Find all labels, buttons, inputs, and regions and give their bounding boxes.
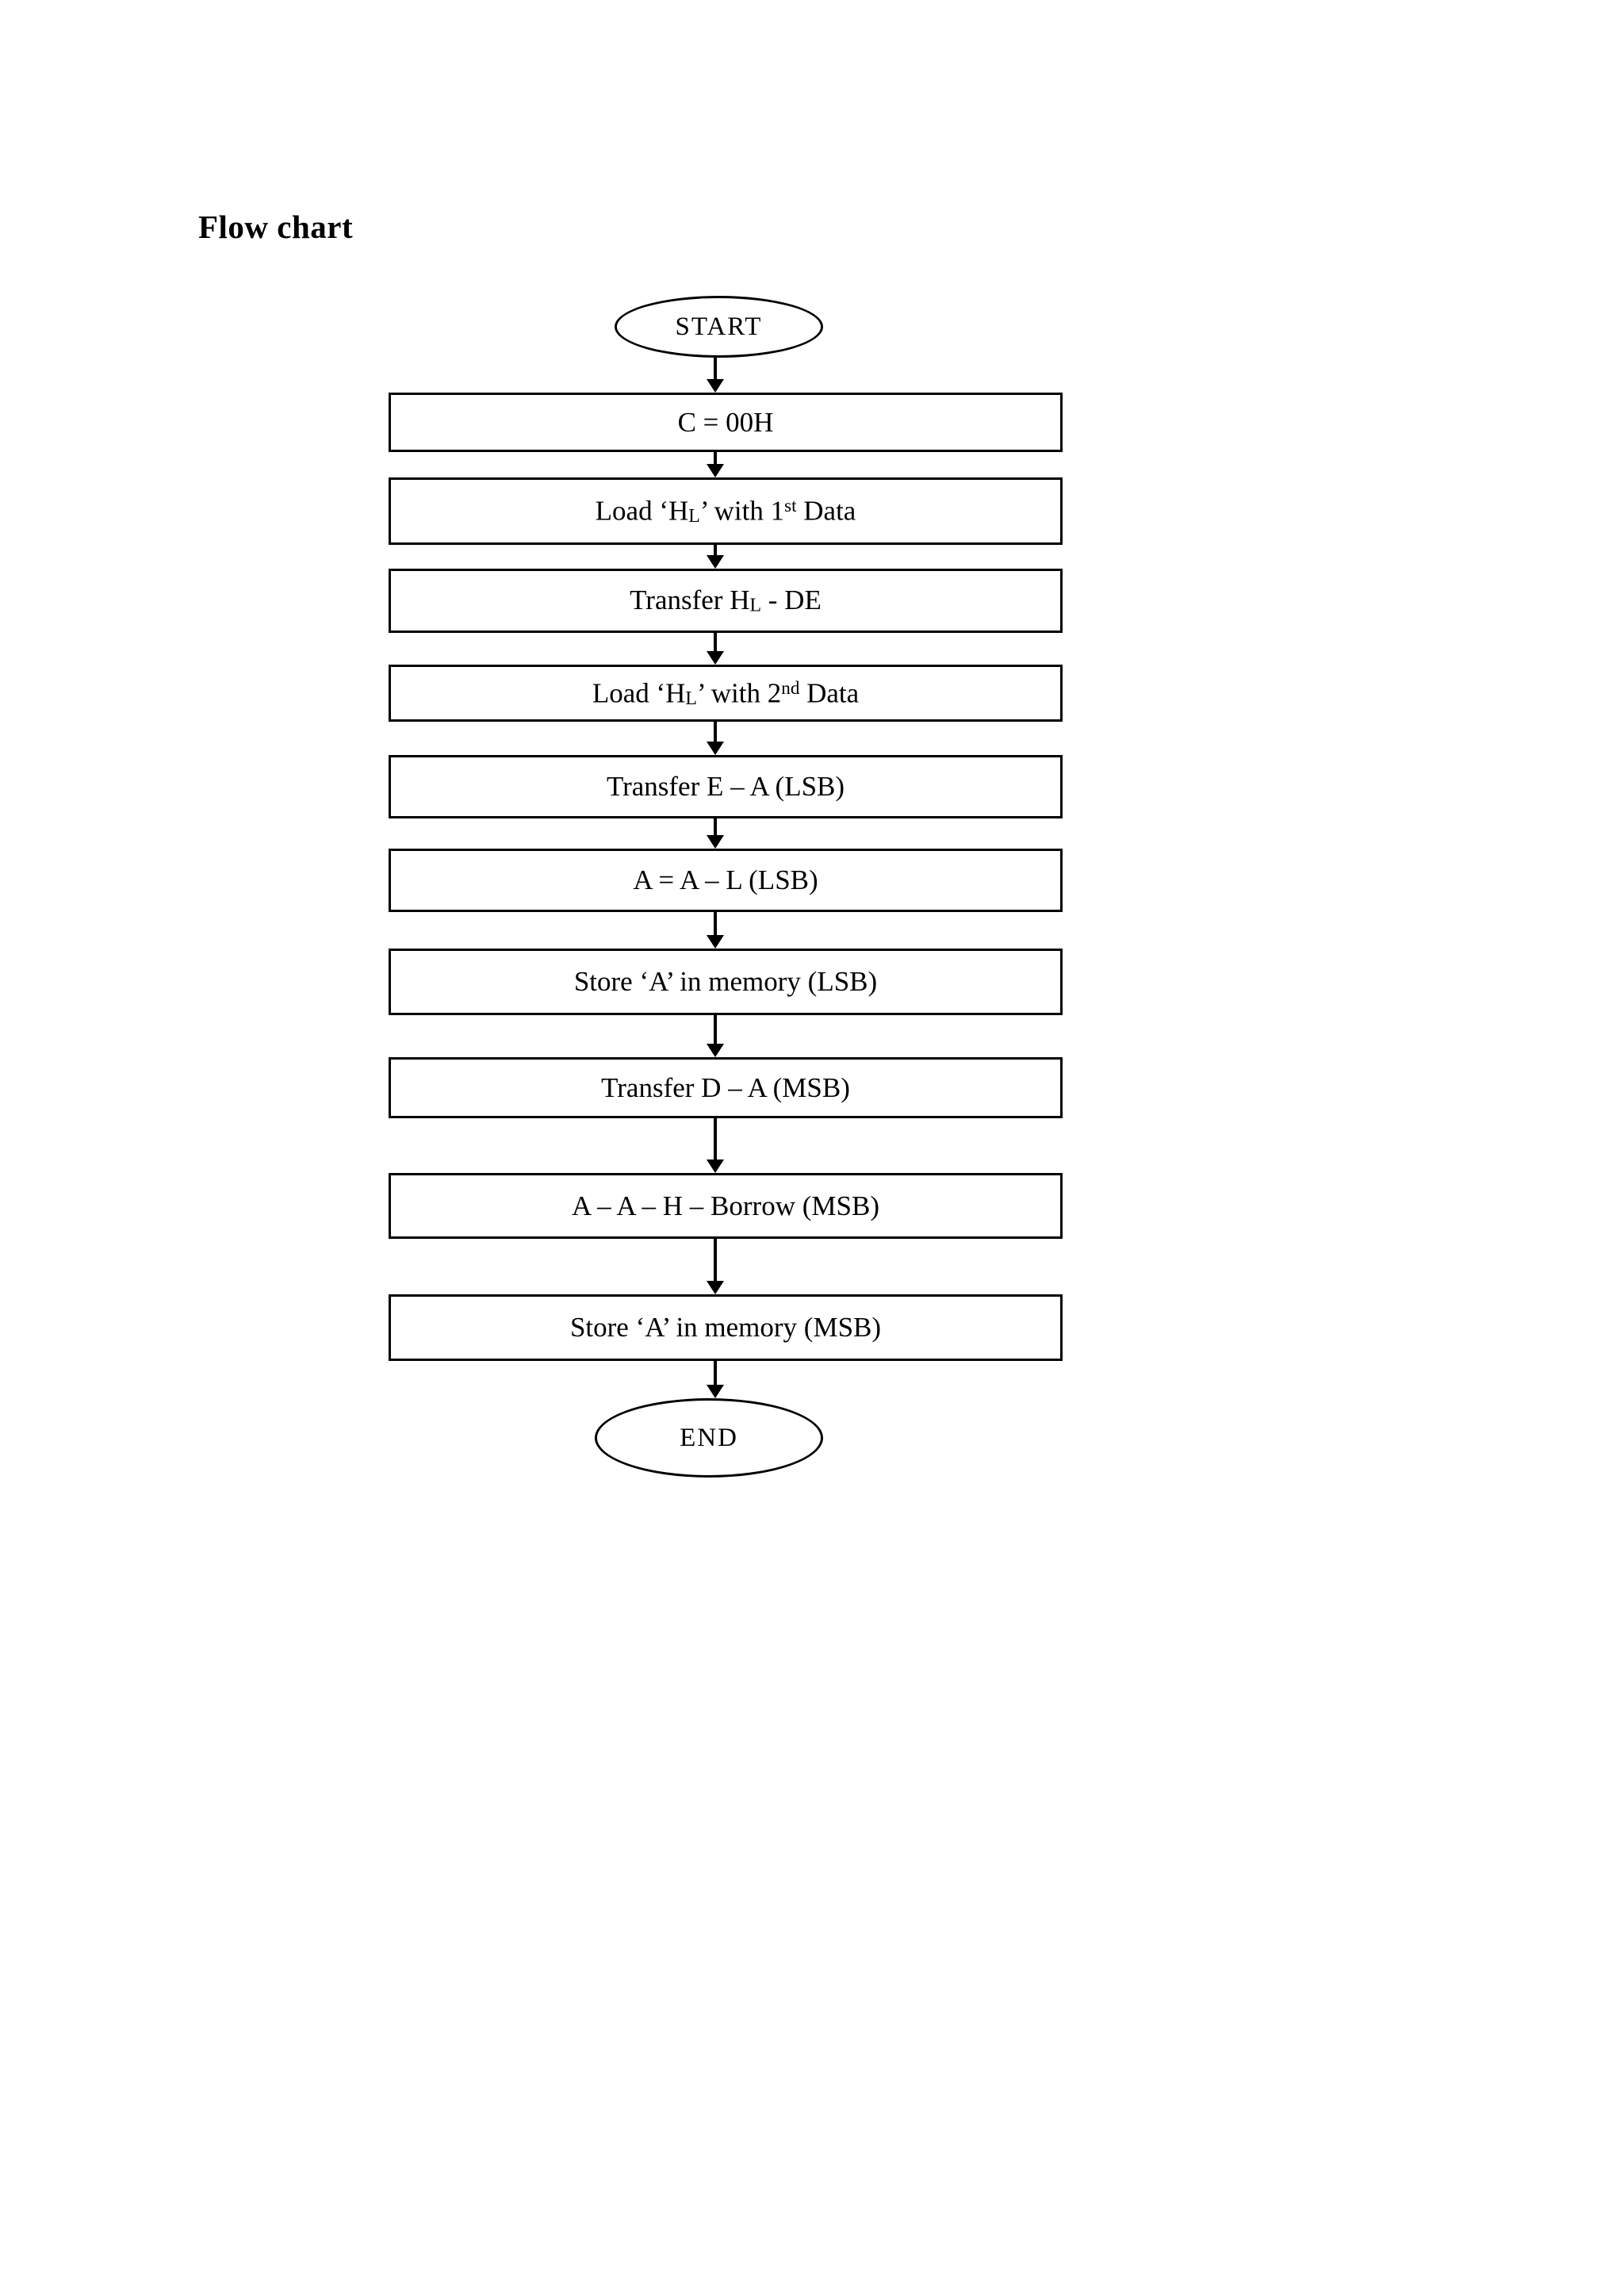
arrowhead-icon xyxy=(707,1044,724,1057)
process-label: C = 00H xyxy=(677,406,774,438)
process-label: Transfer D – A (MSB) xyxy=(601,1071,850,1103)
flow-arrow xyxy=(706,722,725,755)
text-segment-superscript: st xyxy=(784,495,797,516)
arrowhead-icon xyxy=(707,742,724,755)
process-box-load-hl-1st: Load ‘HL’ with 1st Data xyxy=(389,477,1063,545)
process-label: Store ‘A’ in memory (LSB) xyxy=(573,966,878,997)
flow-arrow xyxy=(706,1239,725,1294)
arrow-shaft xyxy=(714,452,717,466)
arrowhead-icon xyxy=(707,464,724,477)
flow-arrow xyxy=(706,912,725,949)
arrowhead-icon xyxy=(707,651,724,665)
process-label: A = A – L (LSB) xyxy=(633,864,818,895)
process-label: Store ‘A’ in memory (MSB) xyxy=(569,1312,882,1343)
flow-arrow xyxy=(706,452,725,477)
process-label: Load ‘HL’ with 2nd Data xyxy=(592,677,859,710)
process-box-subtract-lsb: A = A – L (LSB) xyxy=(389,849,1063,912)
text-segment: ’ with 2 xyxy=(696,677,782,708)
arrowhead-icon xyxy=(707,1281,724,1294)
arrowhead-icon xyxy=(707,1159,724,1173)
process-label: Load ‘HL’ with 1st Data xyxy=(596,495,856,527)
flow-arrow xyxy=(706,358,725,393)
text-segment: Load ‘H xyxy=(595,495,689,527)
arrow-shaft xyxy=(714,545,717,557)
process-box-store-lsb: Store ‘A’ in memory (LSB) xyxy=(389,949,1063,1015)
text-segment: Transfer H xyxy=(630,585,750,616)
text-segment: - DE xyxy=(761,585,822,616)
arrow-shaft xyxy=(714,722,717,743)
process-box-transfer-d-a: Transfer D – A (MSB) xyxy=(389,1057,1063,1118)
text-segment-subscript: L xyxy=(685,688,697,709)
start-label: START xyxy=(675,312,763,341)
arrowhead-icon xyxy=(707,555,724,569)
flow-arrow xyxy=(706,1118,725,1173)
text-segment-superscript: nd xyxy=(781,677,800,698)
process-label: Transfer E – A (LSB) xyxy=(606,771,845,802)
text-segment: Data xyxy=(796,495,856,527)
flow-arrow xyxy=(706,1015,725,1057)
arrowhead-icon xyxy=(707,379,724,393)
process-box-transfer-e-a: Transfer E – A (LSB) xyxy=(389,755,1063,818)
text-segment: Load ‘H xyxy=(592,677,686,708)
arrow-shaft xyxy=(714,1015,717,1045)
text-segment-subscript: L xyxy=(688,505,700,527)
flow-arrow xyxy=(706,545,725,569)
flow-arrow xyxy=(706,633,725,665)
page-title: Flow chart xyxy=(198,209,354,245)
arrow-shaft xyxy=(714,1361,717,1386)
arrowhead-icon xyxy=(707,835,724,849)
arrow-shaft xyxy=(714,1118,717,1161)
flow-arrow xyxy=(706,1361,725,1398)
end-label: END xyxy=(680,1423,738,1452)
arrow-shaft xyxy=(714,912,717,937)
process-box-store-msb: Store ‘A’ in memory (MSB) xyxy=(389,1294,1063,1361)
process-label: A – A – H – Borrow (MSB) xyxy=(572,1190,879,1221)
arrow-shaft xyxy=(714,633,717,653)
arrowhead-icon xyxy=(707,1385,724,1398)
text-segment: Data xyxy=(799,677,860,708)
arrow-shaft xyxy=(714,358,717,381)
arrow-shaft xyxy=(714,1239,717,1282)
text-segment-subscript: L xyxy=(749,595,762,616)
terminator-end: END xyxy=(595,1398,823,1478)
text-segment: ’ with 1 xyxy=(699,495,785,527)
arrow-shaft xyxy=(714,818,717,837)
process-box-subtract-msb: A – A – H – Borrow (MSB) xyxy=(389,1173,1063,1239)
process-label: Transfer HL - DE xyxy=(630,585,822,616)
flow-arrow xyxy=(706,818,725,849)
terminator-start: START xyxy=(615,296,823,358)
process-box-load-hl-2nd: Load ‘HL’ with 2nd Data xyxy=(389,665,1063,722)
process-box-transfer-hl-de: Transfer HL - DE xyxy=(389,569,1063,633)
arrowhead-icon xyxy=(707,935,724,949)
process-box-init-c: C = 00H xyxy=(389,393,1063,452)
